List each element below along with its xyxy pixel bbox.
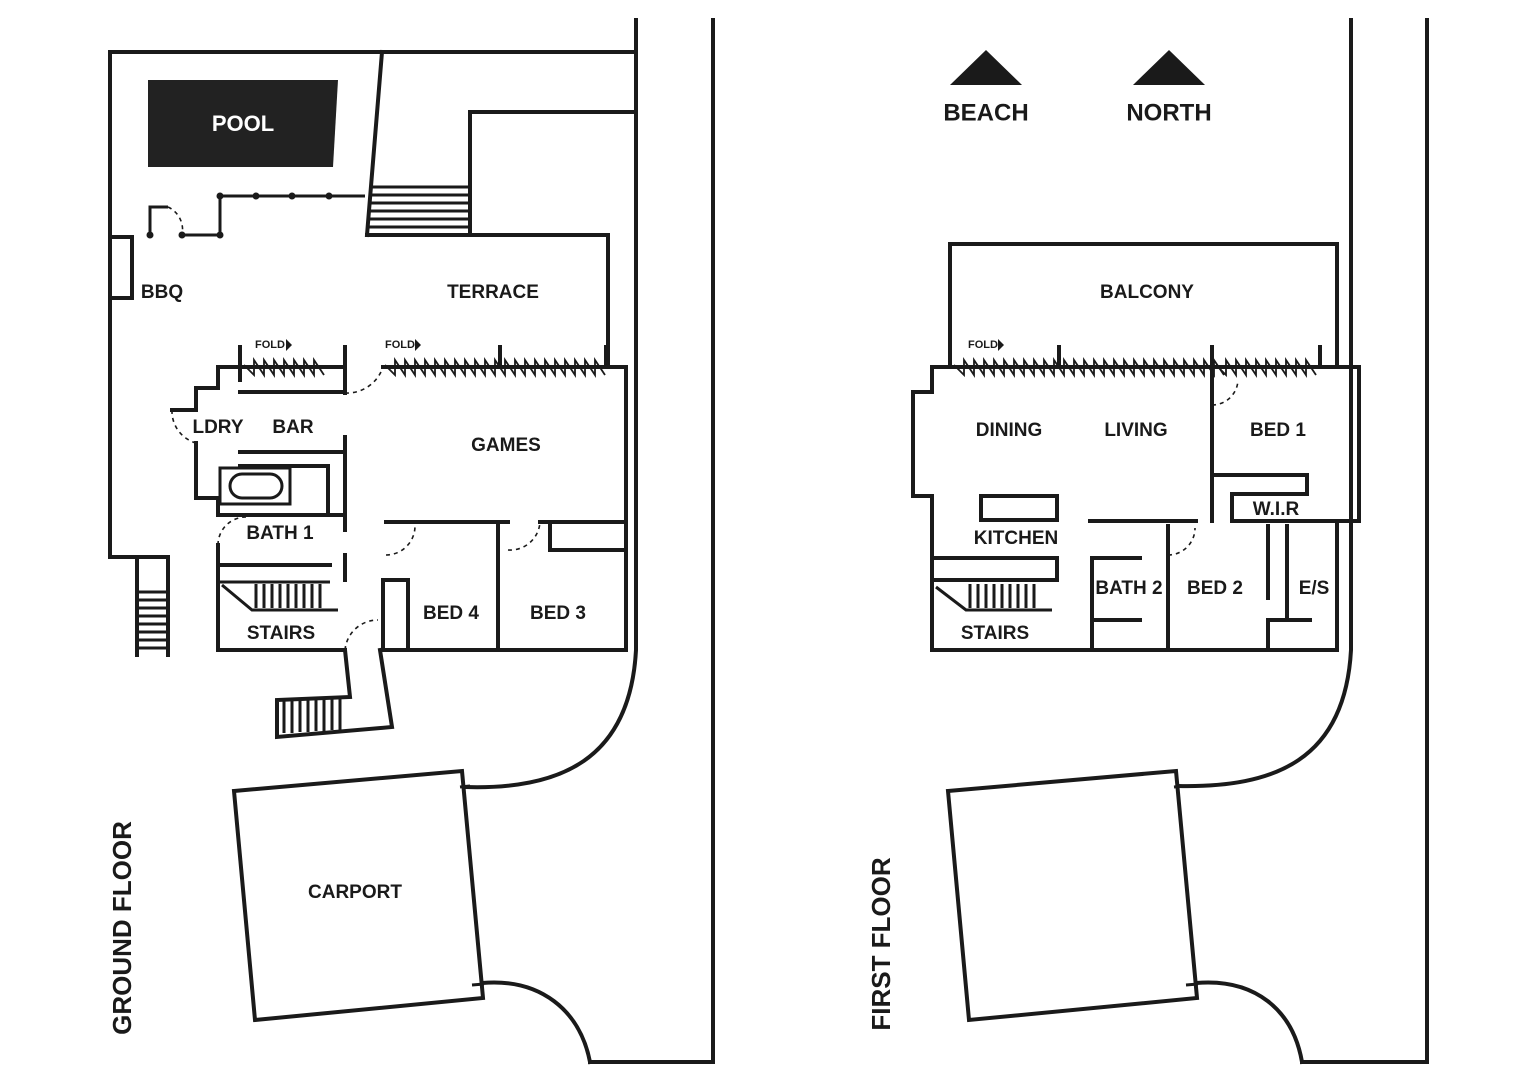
carport-tick bbox=[471, 982, 485, 987]
dining-label: DINING bbox=[976, 420, 1043, 441]
internal-stairs bbox=[254, 584, 322, 608]
fold-label-living: FOLD bbox=[968, 339, 998, 351]
pool-label: POOL bbox=[212, 111, 274, 136]
first-floor-title: FIRST FLOOR bbox=[866, 857, 896, 1031]
pool-fence-right bbox=[182, 194, 365, 237]
bed4-label: BED 4 bbox=[423, 603, 479, 624]
stairs-label-ff: STAIRS bbox=[961, 623, 1029, 644]
carport-label: CARPORT bbox=[308, 882, 402, 903]
balcony-wall bbox=[948, 242, 1339, 369]
wir-label: W.I.R bbox=[1253, 499, 1300, 520]
fold-arrow-icon bbox=[415, 339, 421, 351]
driveway-curve-ff bbox=[1193, 980, 1305, 1065]
bed1-door bbox=[1211, 379, 1239, 406]
pool-fence bbox=[148, 205, 168, 235]
fold-label-bar: FOLD bbox=[255, 339, 285, 351]
bed2-label: BED 2 bbox=[1187, 578, 1243, 599]
bar-label: BAR bbox=[272, 417, 313, 438]
bed1-closet bbox=[1210, 473, 1309, 523]
fold-arrow-icon bbox=[286, 339, 292, 351]
house-wall-main bbox=[216, 543, 347, 652]
carport-tick bbox=[1185, 982, 1199, 987]
fold-door-living bbox=[948, 345, 1322, 378]
bathtub-basin bbox=[228, 472, 284, 500]
games-label: GAMES bbox=[471, 435, 541, 456]
street-line bbox=[588, 18, 715, 1064]
ldry-label: LDRY bbox=[192, 417, 243, 438]
bath-door bbox=[217, 516, 247, 546]
bed4-door bbox=[385, 525, 416, 556]
north-arrow-icon bbox=[1133, 50, 1205, 85]
upper-wall bbox=[468, 110, 638, 237]
bar-wall bbox=[238, 365, 347, 395]
entry-stairs bbox=[282, 699, 342, 733]
pool-gate-swing bbox=[167, 206, 184, 236]
bed1-label: BED 1 bbox=[1250, 420, 1306, 441]
driveway-curve bbox=[462, 50, 638, 790]
ground-floor-plan: POOL BBQ TERRACE bbox=[107, 18, 715, 1065]
ground-floor-title: GROUND FLOOR bbox=[107, 821, 137, 1035]
bath2-label: BATH 2 bbox=[1095, 578, 1162, 599]
terrace-steps bbox=[368, 185, 470, 229]
driveway-curve-lower bbox=[479, 980, 593, 1065]
house-outline-ff bbox=[911, 365, 1361, 652]
carport-roof-outline bbox=[945, 768, 1200, 1023]
carport-tick bbox=[1173, 784, 1185, 789]
bathtub bbox=[218, 466, 292, 506]
bbq-label: BBQ bbox=[141, 282, 183, 303]
beach-arrow-icon bbox=[950, 50, 1022, 85]
carport-tick bbox=[459, 784, 471, 789]
bed3-door bbox=[507, 521, 541, 551]
bath-wall bbox=[238, 464, 330, 517]
bbq-counter bbox=[108, 235, 134, 300]
terrace-wall bbox=[365, 233, 610, 369]
bed2-door bbox=[1167, 527, 1196, 556]
fence-posts bbox=[146, 192, 333, 239]
es-wall-right bbox=[1266, 524, 1289, 652]
west-external-stairs bbox=[138, 590, 166, 650]
bed3-label: BED 3 bbox=[530, 603, 586, 624]
stairs-label: STAIRS bbox=[247, 623, 315, 644]
carport bbox=[231, 768, 486, 1023]
street-line-ff bbox=[1300, 18, 1429, 1064]
boundary-line-ff bbox=[1175, 18, 1353, 789]
laundry-wall bbox=[194, 441, 220, 517]
fold-door-games bbox=[384, 345, 608, 378]
boundary-wall bbox=[108, 18, 638, 657]
bed4-closet bbox=[384, 578, 410, 652]
bath1-label: BATH 1 bbox=[246, 523, 314, 544]
terrace-label: TERRACE bbox=[447, 282, 539, 303]
fold-label-games: FOLD bbox=[385, 339, 415, 351]
first-floor-stairs bbox=[968, 584, 1036, 608]
first-floor-plan: BEACH NORTH BALCONY FOLD bbox=[866, 18, 1429, 1065]
bed-divider bbox=[413, 520, 500, 652]
stairs-diagonal-ff bbox=[935, 585, 1052, 612]
fold-door-bar bbox=[238, 345, 347, 382]
kitchen-counter bbox=[930, 556, 1059, 582]
kitchen-island bbox=[979, 494, 1059, 522]
living-label: LIVING bbox=[1104, 420, 1167, 441]
house-wall-south bbox=[381, 365, 628, 652]
pool bbox=[148, 80, 338, 167]
bed3-closet bbox=[548, 520, 628, 552]
retaining-wall bbox=[364, 49, 385, 238]
north-label: NORTH bbox=[1126, 99, 1211, 126]
entry-path bbox=[275, 647, 395, 740]
house-wall-west bbox=[170, 365, 242, 412]
balcony-label: BALCONY bbox=[1100, 282, 1194, 303]
beach-label: BEACH bbox=[943, 99, 1028, 126]
fold-arrow-icon bbox=[998, 339, 1004, 351]
stair-door bbox=[344, 619, 379, 651]
stairs-diagonal bbox=[221, 583, 338, 612]
kitchen-label: KITCHEN bbox=[974, 528, 1058, 549]
bar-door bbox=[344, 366, 384, 394]
es-label: E/S bbox=[1299, 578, 1330, 599]
